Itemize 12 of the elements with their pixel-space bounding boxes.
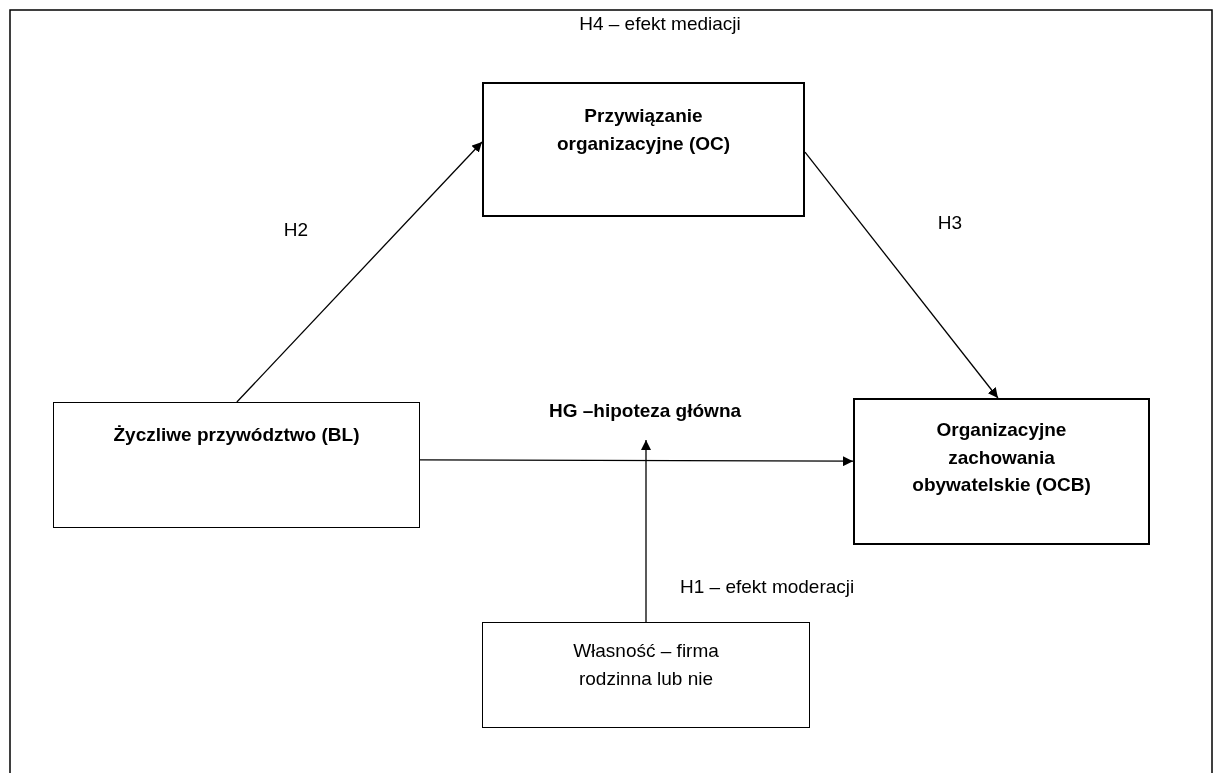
arrow (641, 439, 651, 623)
box-label: Organizacyjne zachowania obywatelskie (OCB) (911, 418, 1092, 498)
arrow (804, 151, 999, 399)
box-label: Własność – firma rodzinna lub nie (572, 639, 720, 691)
box-label: Przywiązanie organizacyjne (OC) (555, 104, 732, 156)
arrow (236, 141, 483, 403)
arrow (419, 456, 854, 467)
process-box (482, 622, 810, 728)
process-box (482, 82, 805, 217)
process-box (53, 402, 420, 528)
process-box (853, 398, 1150, 545)
box-label: Życzliwe przywództwo (BL) (113, 423, 360, 447)
